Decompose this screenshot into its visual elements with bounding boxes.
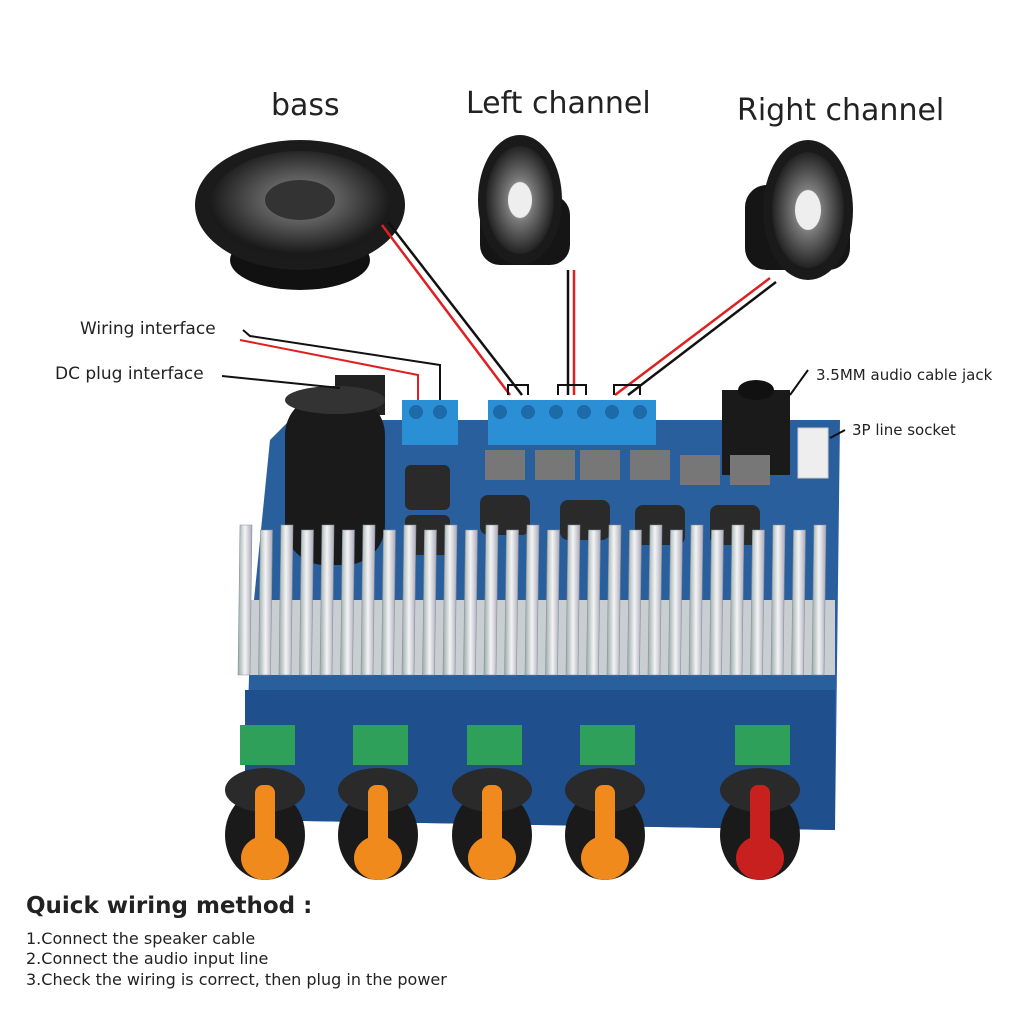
heatsink-fin (770, 524, 786, 676)
right-channel-label: Right channel (737, 93, 945, 128)
bass-speaker-label: bass (271, 88, 340, 123)
heatsink-base (245, 600, 835, 675)
heatsink-fin (401, 524, 417, 676)
heatsink-fin (647, 524, 663, 676)
right-speaker (745, 140, 853, 280)
heatsink-fin (422, 529, 437, 676)
heatsink-fin (524, 524, 540, 676)
heatsink-fin (237, 524, 253, 676)
heatsink-fin (791, 529, 806, 676)
heatsink-fin (688, 524, 704, 676)
instruction-step: 1.Connect the speaker cable (26, 929, 256, 948)
heatsink-fin (606, 524, 622, 676)
heatsink-fin (504, 529, 519, 676)
heatsink-fin (258, 529, 273, 676)
heatsink-fin (627, 529, 642, 676)
heatsink-fin (668, 529, 683, 676)
heatsink-fin (278, 524, 294, 676)
speaker-terminal (488, 400, 656, 445)
knob[interactable] (720, 725, 800, 880)
heatsink-fin (586, 529, 601, 676)
control-knobs (225, 725, 800, 880)
heatsink-fin (750, 529, 765, 676)
knob[interactable] (225, 725, 305, 880)
capacitor (285, 375, 385, 565)
heatsink-fin (811, 524, 827, 676)
line-socket-label: 3P line socket (852, 421, 956, 439)
heatsink-fin (360, 524, 376, 676)
heatsink-fin (729, 524, 745, 676)
heatsink-fin (340, 529, 355, 676)
heatsink-fin (483, 524, 499, 676)
speaker-wires (381, 221, 777, 396)
knob[interactable] (452, 725, 532, 880)
knob[interactable] (338, 725, 418, 880)
instruction-step: 3.Check the wiring is correct, then plug… (26, 970, 447, 989)
callout-lines (221, 329, 846, 439)
dc-plug-label: DC plug interface (55, 364, 204, 384)
heatsink-fin (319, 524, 335, 676)
heatsink-fin (463, 529, 478, 676)
heatsink-fin (545, 529, 560, 676)
heatsink-fin (381, 529, 396, 676)
instruction-step: 2.Connect the audio input line (26, 949, 269, 968)
heatsink (237, 524, 835, 676)
left-channel-label: Left channel (466, 86, 651, 121)
heatsink-fin (442, 524, 458, 676)
left-speaker (478, 135, 570, 265)
heatsink-fin (709, 529, 724, 676)
wiring-interface-label: Wiring interface (80, 319, 216, 339)
line-socket (797, 427, 829, 479)
heatsink-fin (565, 524, 581, 676)
audio-jack-label: 3.5MM audio cable jack (816, 366, 993, 384)
knob[interactable] (565, 725, 645, 880)
power-terminal (402, 400, 458, 445)
heatsink-fin (299, 529, 314, 676)
instructions-title: Quick wiring method : (26, 893, 313, 919)
bass-speaker (195, 140, 405, 290)
